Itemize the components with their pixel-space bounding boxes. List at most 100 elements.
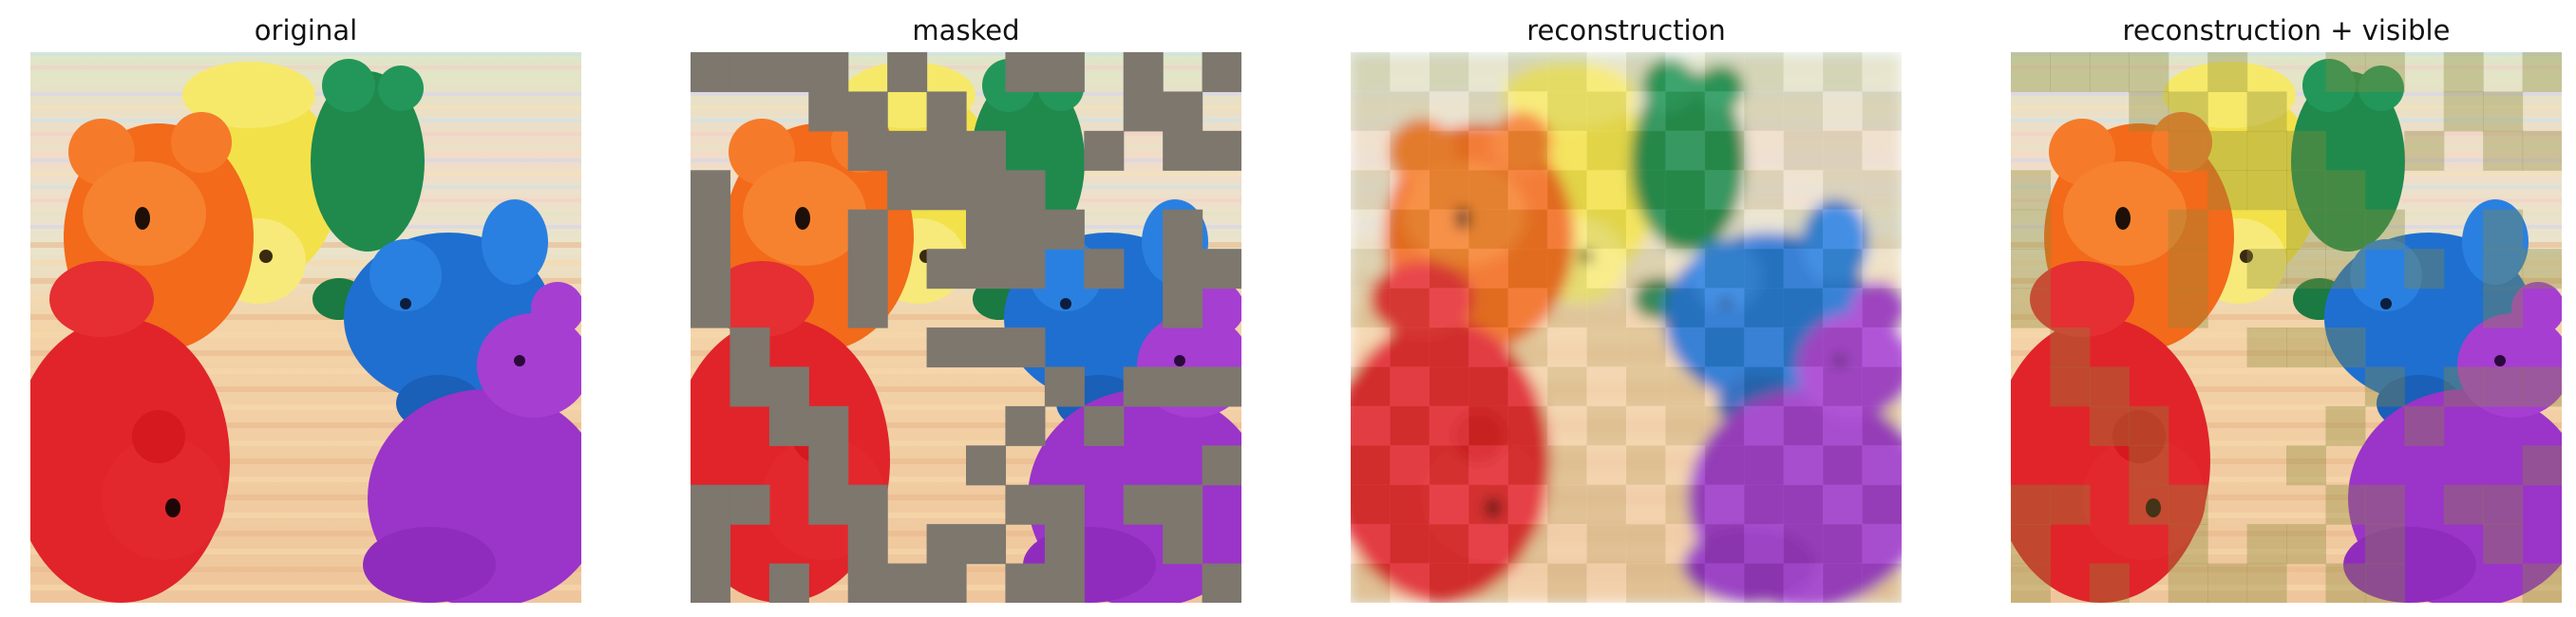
reconstructed-patch <box>2404 130 2445 171</box>
reconstructed-patch <box>1429 445 1469 485</box>
reconstructed-patch <box>1783 249 1824 289</box>
reconstructed-patch <box>1665 52 1705 92</box>
reconstructed-patch <box>1862 366 1902 406</box>
reconstructed-patch <box>1547 288 1587 327</box>
reconstructed-patch <box>2246 327 2287 368</box>
purple-bear-foot <box>1683 527 1816 603</box>
blanket-stripe <box>691 314 1241 320</box>
mask-patch <box>887 130 928 171</box>
reconstructed-patch <box>1665 405 1705 446</box>
mask-patch <box>808 445 849 486</box>
image-canvas <box>30 52 581 603</box>
reconstructed-patch <box>2443 484 2484 525</box>
reconstructed-patch <box>1390 445 1430 485</box>
blanket-stripe <box>2011 477 2562 482</box>
reconstructed-patch <box>1862 445 1902 485</box>
reconstructed-patch <box>1862 249 1902 289</box>
reconstructed-patch <box>1626 484 1666 525</box>
blue-bear-nose <box>2380 298 2392 309</box>
reconstructed-patch <box>1665 91 1705 131</box>
reconstructed-patch <box>2246 170 2287 211</box>
blanket-stripe <box>1351 495 1902 500</box>
reconstructed-patch <box>2168 209 2208 250</box>
mask-patch <box>768 52 809 93</box>
purple-bear-head <box>2457 313 2562 418</box>
mask-patch <box>887 563 928 603</box>
red-bear-arm <box>710 261 814 337</box>
blanket-stripe <box>1351 350 1902 356</box>
reconstructed-patch <box>1704 484 1745 525</box>
green-bear-ear <box>2358 65 2404 111</box>
reconstructed-patch <box>1351 563 1391 603</box>
reconstructed-patch <box>1429 327 1469 367</box>
blanket-stripe <box>1351 314 1902 320</box>
reconstructed-patch <box>1744 249 1784 289</box>
mask-patch <box>926 91 967 132</box>
mask-patch <box>1084 405 1125 446</box>
blanket-stripe <box>30 368 581 374</box>
mask-patch <box>808 405 849 446</box>
panel-title: reconstruction + visible <box>2122 14 2451 47</box>
reconstructed-patch <box>1468 327 1508 367</box>
reconstructed-patch <box>2050 52 2091 93</box>
reconstructed-patch <box>1390 91 1430 131</box>
reconstructed-patch <box>2050 484 2091 525</box>
reconstructed-patch <box>1665 445 1705 485</box>
red-bear-arm <box>2030 261 2134 337</box>
blanket-stripe <box>691 440 1241 446</box>
mask-patch <box>1163 249 1203 290</box>
mask-patch <box>966 130 1007 171</box>
reconstructed-patch <box>1823 405 1863 446</box>
reconstructed-patch <box>1429 366 1469 406</box>
mask-patch <box>926 524 967 565</box>
reconstructed-patch <box>1507 366 1548 406</box>
reconstructed-patch <box>2325 563 2366 603</box>
reconstructed-patch <box>1704 288 1745 327</box>
reconstructed-patch <box>2483 524 2524 565</box>
yellow-bear-nose <box>1580 250 1593 263</box>
reconstructed-patch <box>1468 484 1508 525</box>
red-bear-head <box>2082 437 2206 560</box>
mask-patch <box>808 52 849 93</box>
blanket-stripe <box>691 495 1241 500</box>
image-canvas <box>691 52 1241 603</box>
mask-patch <box>1005 327 1046 368</box>
reconstructed-patch <box>1390 130 1430 171</box>
reconstructed-patch <box>1429 52 1469 92</box>
green-bear-ear <box>322 59 375 112</box>
green-bear-ear <box>1642 59 1695 112</box>
reconstructed-patch <box>1704 249 1745 289</box>
blanket-stripe <box>1351 531 1902 536</box>
reconstructed-patch <box>2011 249 2052 290</box>
reconstructed-patch <box>1547 209 1587 250</box>
blue-bear-nose <box>400 298 411 309</box>
yellow-bear-nose <box>2240 250 2253 263</box>
reconstructed-patch <box>1626 524 1666 564</box>
reconstructed-patch <box>1744 563 1784 603</box>
reconstructed-patch <box>1586 327 1626 367</box>
reconstructed-patch <box>1783 524 1824 564</box>
reconstructed-patch <box>1468 405 1508 446</box>
image-canvas <box>2011 52 2562 603</box>
reconstructed-patch <box>1468 52 1508 92</box>
reconstructed-patch <box>1626 327 1666 367</box>
blanket-stripe <box>30 513 581 518</box>
reconstructed-patch <box>1547 524 1587 564</box>
blanket-stripe <box>1351 368 1902 374</box>
reconstructed-patch <box>2089 405 2130 446</box>
reconstructed-patch <box>1704 209 1745 250</box>
mask-patch <box>847 209 888 250</box>
blanket-stripe <box>2011 52 2562 56</box>
reconstructed-patch <box>2207 563 2248 603</box>
reconstructed-patch <box>1468 563 1508 603</box>
yellow-bear-nose <box>259 250 273 263</box>
red-bear-arm <box>49 261 154 337</box>
reconstructed-patch <box>1823 563 1863 603</box>
yellow-bear-ear <box>1503 62 1636 128</box>
mask-patch <box>1005 52 1046 93</box>
blanket-stripe <box>1351 458 1902 464</box>
reconstructed-patch <box>1468 524 1508 564</box>
blanket-stripe <box>691 65 1241 69</box>
blanket-stripe <box>2011 386 2562 392</box>
reconstructed-patch <box>1744 484 1784 525</box>
